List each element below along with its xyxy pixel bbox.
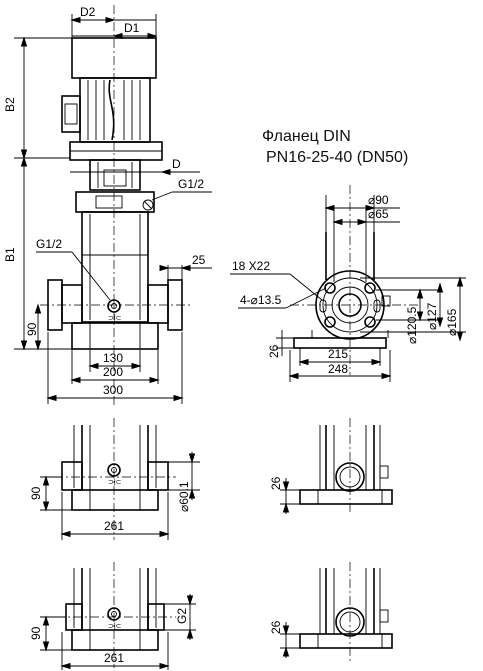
svg-text:⊃|⊂: ⊃|⊂	[108, 479, 122, 486]
label-200: 200	[103, 365, 123, 379]
label-215: 215	[328, 347, 348, 361]
label-phi1205: ⌀120.5	[405, 306, 419, 344]
label-26-bot: 26	[269, 620, 283, 634]
label-300: 300	[103, 383, 123, 397]
label-g12-side: G1/2	[36, 237, 62, 251]
label-b2: B2	[3, 97, 17, 112]
label-g2: G2	[175, 608, 189, 624]
label-d: D	[172, 157, 181, 171]
label-261-bot: 261	[104, 651, 124, 665]
flange-subtitle: PN16-25-40 (DN50)	[266, 149, 409, 166]
label-phi165: ⌀165	[445, 308, 459, 336]
label-phi90: ⌀90	[368, 193, 389, 207]
label-25: 25	[192, 253, 206, 267]
label-bolt-4x135: 4-⌀13.5	[240, 293, 282, 307]
label-26-flange: 26	[267, 344, 281, 358]
label-b1: B1	[3, 247, 17, 262]
middle-left-view: ⊃|⊂	[40, 418, 200, 540]
label-phi65: ⌀65	[368, 207, 389, 221]
svg-text:⊃|⊂: ⊃|⊂	[108, 623, 122, 630]
label-g12-top: G1/2	[178, 177, 204, 191]
label-d2: D2	[80, 5, 96, 19]
label-248: 248	[328, 362, 348, 376]
bottom-left-view: ⊃|⊂	[40, 562, 196, 670]
flange-title: Фланец DIN	[262, 128, 351, 145]
svg-text:⊃|⊂: ⊃|⊂	[108, 315, 122, 322]
bottom-right-view	[280, 562, 393, 662]
label-bolt-18x22: 18 X22	[232, 259, 270, 273]
label-phi601: ⌀60.1	[177, 481, 191, 512]
label-130: 130	[103, 351, 123, 365]
main-front-view: ⊃|⊂	[14, 5, 212, 405]
label-26-mid: 26	[269, 476, 283, 490]
label-90-bot: 90	[29, 626, 43, 640]
label-d1: D1	[124, 21, 140, 35]
label-phi127: ⌀127	[425, 302, 439, 330]
flange-view	[230, 185, 466, 382]
label-90-main: 90	[25, 322, 39, 336]
label-261-mid: 261	[104, 519, 124, 533]
label-90-mid: 90	[29, 486, 43, 500]
middle-right-view	[280, 418, 393, 515]
